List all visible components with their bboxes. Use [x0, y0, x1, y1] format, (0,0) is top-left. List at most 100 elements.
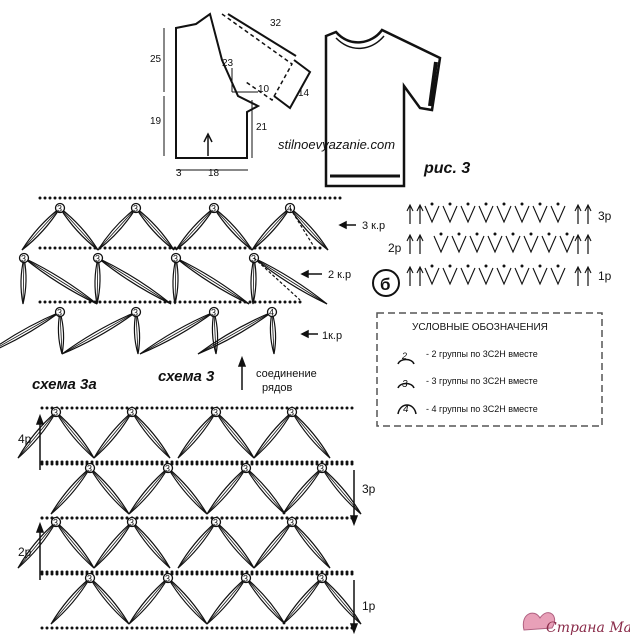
chain-stitch	[315, 516, 319, 520]
cluster-node	[126, 406, 138, 418]
chain-stitch	[290, 572, 294, 576]
chain-stitch	[270, 406, 274, 410]
chain-stitch	[95, 572, 99, 576]
chain-stitch	[220, 572, 224, 576]
chain-stitch	[255, 462, 259, 466]
chain-stitch	[325, 626, 329, 630]
chain-stitch	[205, 626, 209, 630]
stitch-petal-center	[22, 257, 25, 305]
chain-stitch	[170, 406, 174, 410]
legend-symbol-2-icon	[397, 358, 415, 365]
scheme-b-v-stitch	[460, 267, 476, 286]
cluster-node-label: 3	[87, 464, 92, 474]
chain-stitch	[188, 246, 192, 250]
chain-stitch	[50, 462, 54, 466]
chain-stitch	[238, 246, 242, 250]
chain-stitch	[165, 516, 169, 520]
chain-stitch	[185, 406, 189, 410]
chain-stitch	[113, 300, 117, 304]
chain-stitch	[195, 462, 199, 466]
chain-stitch	[115, 406, 119, 410]
cluster-node-label: 3	[95, 254, 100, 264]
chain-stitch	[330, 516, 334, 520]
stitch-petal-center	[135, 311, 139, 355]
scheme3a-row-label-3: 3р	[362, 482, 376, 496]
scheme-b-v-stitch	[424, 267, 440, 286]
scheme3a-row-label-2: 2р	[18, 545, 32, 559]
scheme-b-v-stitch	[451, 235, 467, 254]
stitch-petal-center	[93, 521, 133, 569]
chain-stitch	[103, 300, 107, 304]
scheme-b-v-stitch	[478, 205, 494, 224]
chain-stitch	[135, 626, 139, 630]
chain-stitch	[175, 626, 179, 630]
chain-stitch	[190, 406, 194, 410]
chain-stitch	[110, 572, 114, 576]
chain-stitch	[210, 462, 214, 466]
dim-10: 10	[258, 84, 270, 95]
legend-num-2: 2	[401, 351, 407, 361]
cluster-node	[266, 306, 278, 318]
chain-stitch	[240, 626, 244, 630]
chain-stitch	[173, 196, 177, 200]
chain-stitch	[58, 300, 62, 304]
chain-stitch	[40, 572, 44, 576]
scheme-b-marker-circle	[372, 269, 400, 297]
chain-stitch	[200, 516, 204, 520]
chain-stitch	[145, 462, 149, 466]
chain-stitch	[135, 406, 139, 410]
chain-stitch	[263, 196, 267, 200]
chain-stitch	[153, 300, 157, 304]
chain-stitch	[45, 516, 49, 520]
figure-caption: рис. 3	[423, 160, 470, 177]
chain-stitch	[160, 516, 164, 520]
chain-stitch	[160, 626, 164, 630]
chain-stitch	[305, 516, 309, 520]
chain-stitch	[140, 572, 144, 576]
chain-stitch	[340, 572, 344, 576]
chain-stitch	[103, 246, 107, 250]
chain-stitch	[280, 406, 284, 410]
chain-stitch	[98, 196, 102, 200]
legend-text-2: - 2 группы по 3С2Н вместе	[426, 349, 538, 359]
chain-stitch	[118, 246, 122, 250]
chain-stitch	[213, 196, 217, 200]
chain-stitch	[340, 516, 344, 520]
cluster-node	[240, 462, 252, 474]
chain-stitch	[260, 406, 264, 410]
scheme-b-v-stitch	[541, 235, 557, 254]
chain-stitch	[303, 196, 307, 200]
chain-stitch	[75, 516, 79, 520]
chain-stitch	[155, 516, 159, 520]
chain-stitch	[130, 572, 134, 576]
chain-stitch	[275, 406, 279, 410]
chain-stitch	[285, 626, 289, 630]
chain-stitch	[98, 300, 102, 304]
chain-stitch	[175, 572, 179, 576]
chain-stitch	[90, 406, 94, 410]
cluster-node	[240, 572, 252, 584]
chain-stitch	[243, 246, 247, 250]
chain-stitch	[325, 406, 329, 410]
chain-stitch	[248, 196, 252, 200]
chain-stitch	[293, 300, 297, 304]
chain-stitch	[325, 572, 329, 576]
chain-stitch	[55, 626, 59, 630]
chain-stitch	[448, 264, 452, 268]
chain-stitch	[325, 516, 329, 520]
scheme-b-v-stitch	[433, 235, 449, 254]
chain-stitch	[203, 196, 207, 200]
dim-25: 25	[150, 54, 162, 65]
chain-stitch	[235, 516, 239, 520]
chain-stitch	[183, 300, 187, 304]
stitch-petal-center	[23, 257, 98, 305]
chain-stitch	[283, 300, 287, 304]
chain-stitch	[250, 626, 254, 630]
chain-stitch	[223, 246, 227, 250]
chain-stitch	[333, 196, 337, 200]
chain-stitch	[100, 406, 104, 410]
chain-stitch	[538, 202, 542, 206]
chain-stitch	[235, 406, 239, 410]
chain-stitch	[288, 196, 292, 200]
chain-stitch	[502, 202, 506, 206]
